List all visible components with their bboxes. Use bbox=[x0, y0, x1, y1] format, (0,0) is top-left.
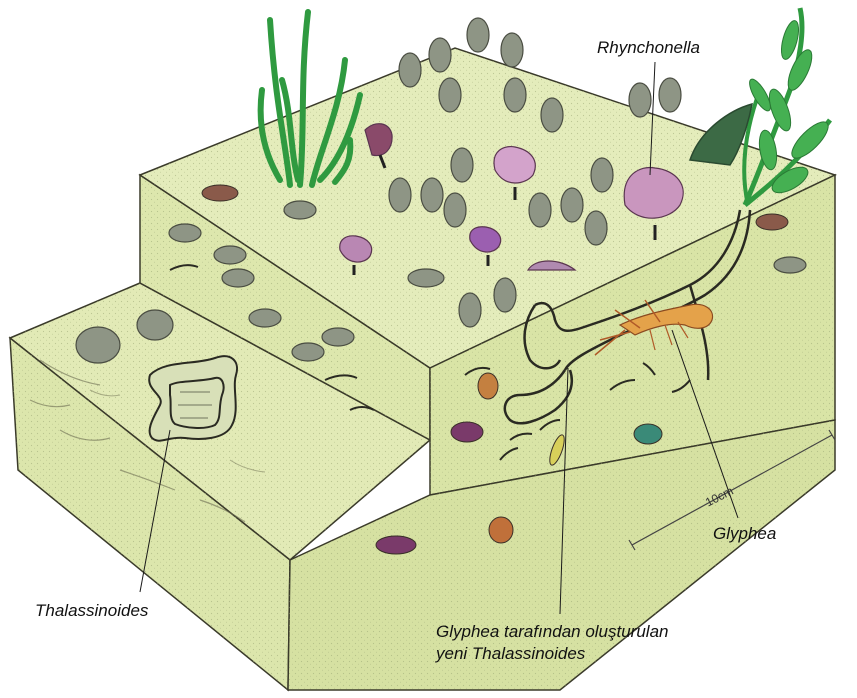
brachiopod-icon bbox=[756, 214, 788, 230]
brachiopod-icon bbox=[284, 201, 316, 219]
brachiopod-icon bbox=[137, 310, 173, 340]
brachiopod-icon bbox=[429, 38, 451, 72]
brachiopod-icon bbox=[451, 148, 473, 182]
brachiopod-icon bbox=[322, 328, 354, 346]
brachiopod-icon bbox=[659, 78, 681, 112]
brachiopod-icon bbox=[222, 269, 254, 287]
brachiopod-icon bbox=[529, 193, 551, 227]
brachiopod-icon bbox=[292, 343, 324, 361]
brachiopod-icon bbox=[504, 78, 526, 112]
brachiopod-icon bbox=[389, 178, 411, 212]
brachiopod-icon bbox=[408, 269, 444, 287]
glyphea-label: Glyphea bbox=[713, 524, 776, 544]
brachiopod-icon bbox=[541, 98, 563, 132]
brachiopod-icon bbox=[629, 83, 651, 117]
brachiopod-icon bbox=[501, 33, 523, 67]
brachiopod-icon bbox=[439, 78, 461, 112]
brachiopod-icon bbox=[489, 517, 513, 543]
brachiopod-icon bbox=[421, 178, 443, 212]
brachiopod-icon bbox=[399, 53, 421, 87]
brachiopod-icon bbox=[459, 293, 481, 327]
brachiopod-icon bbox=[494, 278, 516, 312]
brachiopod-icon bbox=[561, 188, 583, 222]
brachiopod-icon bbox=[774, 257, 806, 273]
brachiopod-icon bbox=[214, 246, 246, 264]
brachiopod-icon bbox=[634, 424, 662, 444]
brachiopod-icon bbox=[467, 18, 489, 52]
brachiopod-icon bbox=[169, 224, 201, 242]
brachiopod-icon bbox=[591, 158, 613, 192]
brachiopod-icon bbox=[451, 422, 483, 442]
thalassinoides-label: Thalassinoides bbox=[35, 601, 148, 621]
brachiopod-icon bbox=[478, 373, 498, 399]
brachiopod-icon bbox=[444, 193, 466, 227]
rhynchonella-label: Rhynchonella bbox=[597, 38, 700, 58]
new-burrow-label-line1: Glyphea tarafından oluşturulan bbox=[436, 622, 669, 642]
brachiopod-icon bbox=[76, 327, 120, 363]
brachiopod-icon bbox=[585, 211, 607, 245]
thalassinoides-fossil bbox=[149, 356, 237, 440]
brachiopod-icon bbox=[376, 536, 416, 554]
brachiopod-icon bbox=[249, 309, 281, 327]
new-burrow-label-line2: yeni Thalassinoides bbox=[436, 644, 585, 664]
brachiopod-icon bbox=[202, 185, 238, 201]
